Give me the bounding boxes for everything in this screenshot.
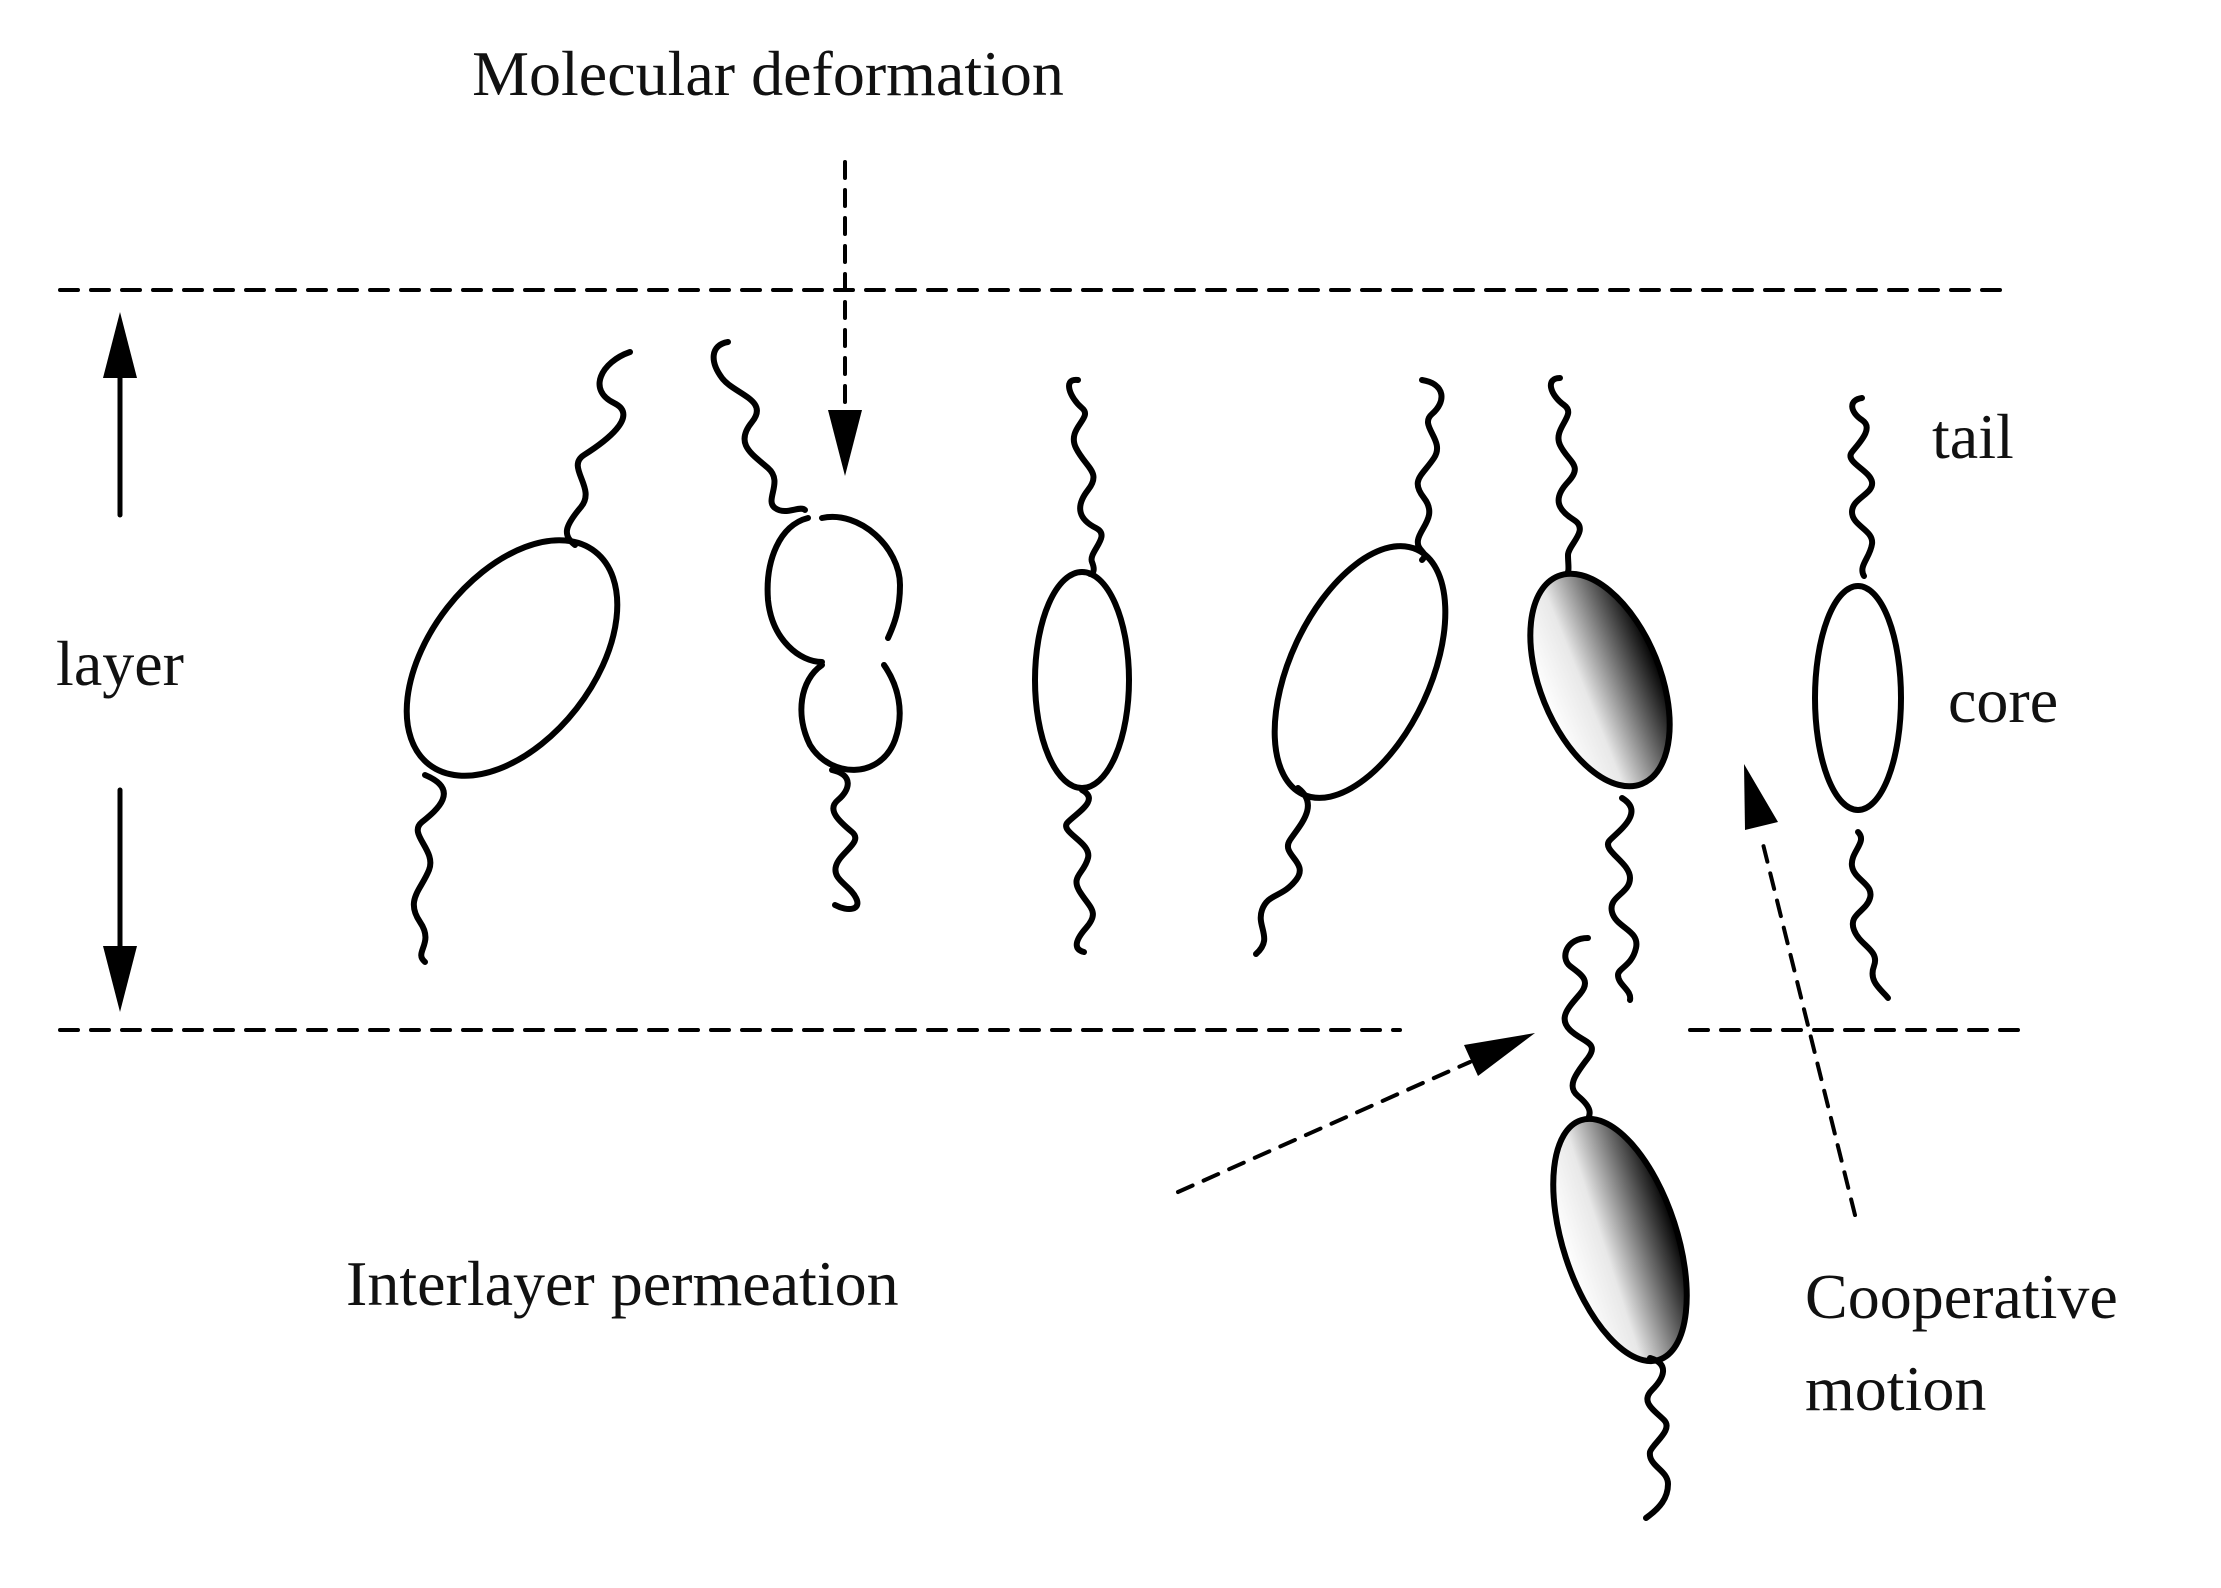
molecule-vertical-labelled	[1812, 395, 1904, 1001]
arrow-interlayer-permeation	[1176, 1033, 1535, 1194]
molecule-core	[403, 537, 621, 779]
molecule-tilted-2	[1253, 377, 1449, 957]
molecule-core-upper-lobe	[764, 513, 903, 665]
molecule-core-shaded	[1527, 570, 1673, 790]
molecule-core	[1812, 583, 1904, 813]
molecule-tail	[1561, 935, 1595, 1127]
molecule-shaded-in-layer	[1527, 375, 1673, 1003]
molecule-tail	[1414, 377, 1445, 563]
molecule-tail	[1643, 1355, 1671, 1521]
molecule-tail	[710, 339, 808, 514]
molecule-tail	[1604, 795, 1640, 1003]
molecule-tail	[1066, 376, 1105, 577]
label-layer: layer	[56, 628, 184, 699]
label-interlayer-permeation: Interlayer permeation	[346, 1248, 899, 1319]
molecule-core	[1032, 569, 1132, 791]
molecule-permeating	[1550, 935, 1690, 1521]
molecule-tail	[410, 772, 447, 965]
molecule-tilted-1	[403, 349, 633, 965]
molecule-core-shaded	[1550, 1115, 1690, 1365]
molecule-tail	[1547, 375, 1583, 578]
label-molecular-deformation: Molecular deformation	[472, 38, 1064, 109]
molecule-tail	[1848, 829, 1891, 1001]
molecule-deformed	[710, 339, 903, 913]
label-core: core	[1948, 665, 2058, 736]
arrow-cooperative-motion	[1744, 764, 1857, 1217]
label-cooperative-motion-line2: motion	[1805, 1353, 1986, 1424]
molecule-tail	[1847, 395, 1876, 579]
molecule-core	[1271, 543, 1449, 801]
molecule-tail	[829, 767, 861, 913]
arrow-molecular-deformation	[828, 160, 862, 476]
molecule-vertical-1	[1032, 376, 1132, 955]
molecule-tail	[1253, 785, 1311, 957]
molecule-tail	[563, 349, 633, 548]
label-cooperative-motion-line1: Cooperative	[1805, 1261, 2118, 1332]
label-tail: tail	[1932, 401, 2014, 472]
molecule-tail	[1063, 787, 1096, 955]
molecule-core-lower-lobe	[798, 662, 903, 773]
layer-thickness-arrow	[103, 312, 137, 1012]
